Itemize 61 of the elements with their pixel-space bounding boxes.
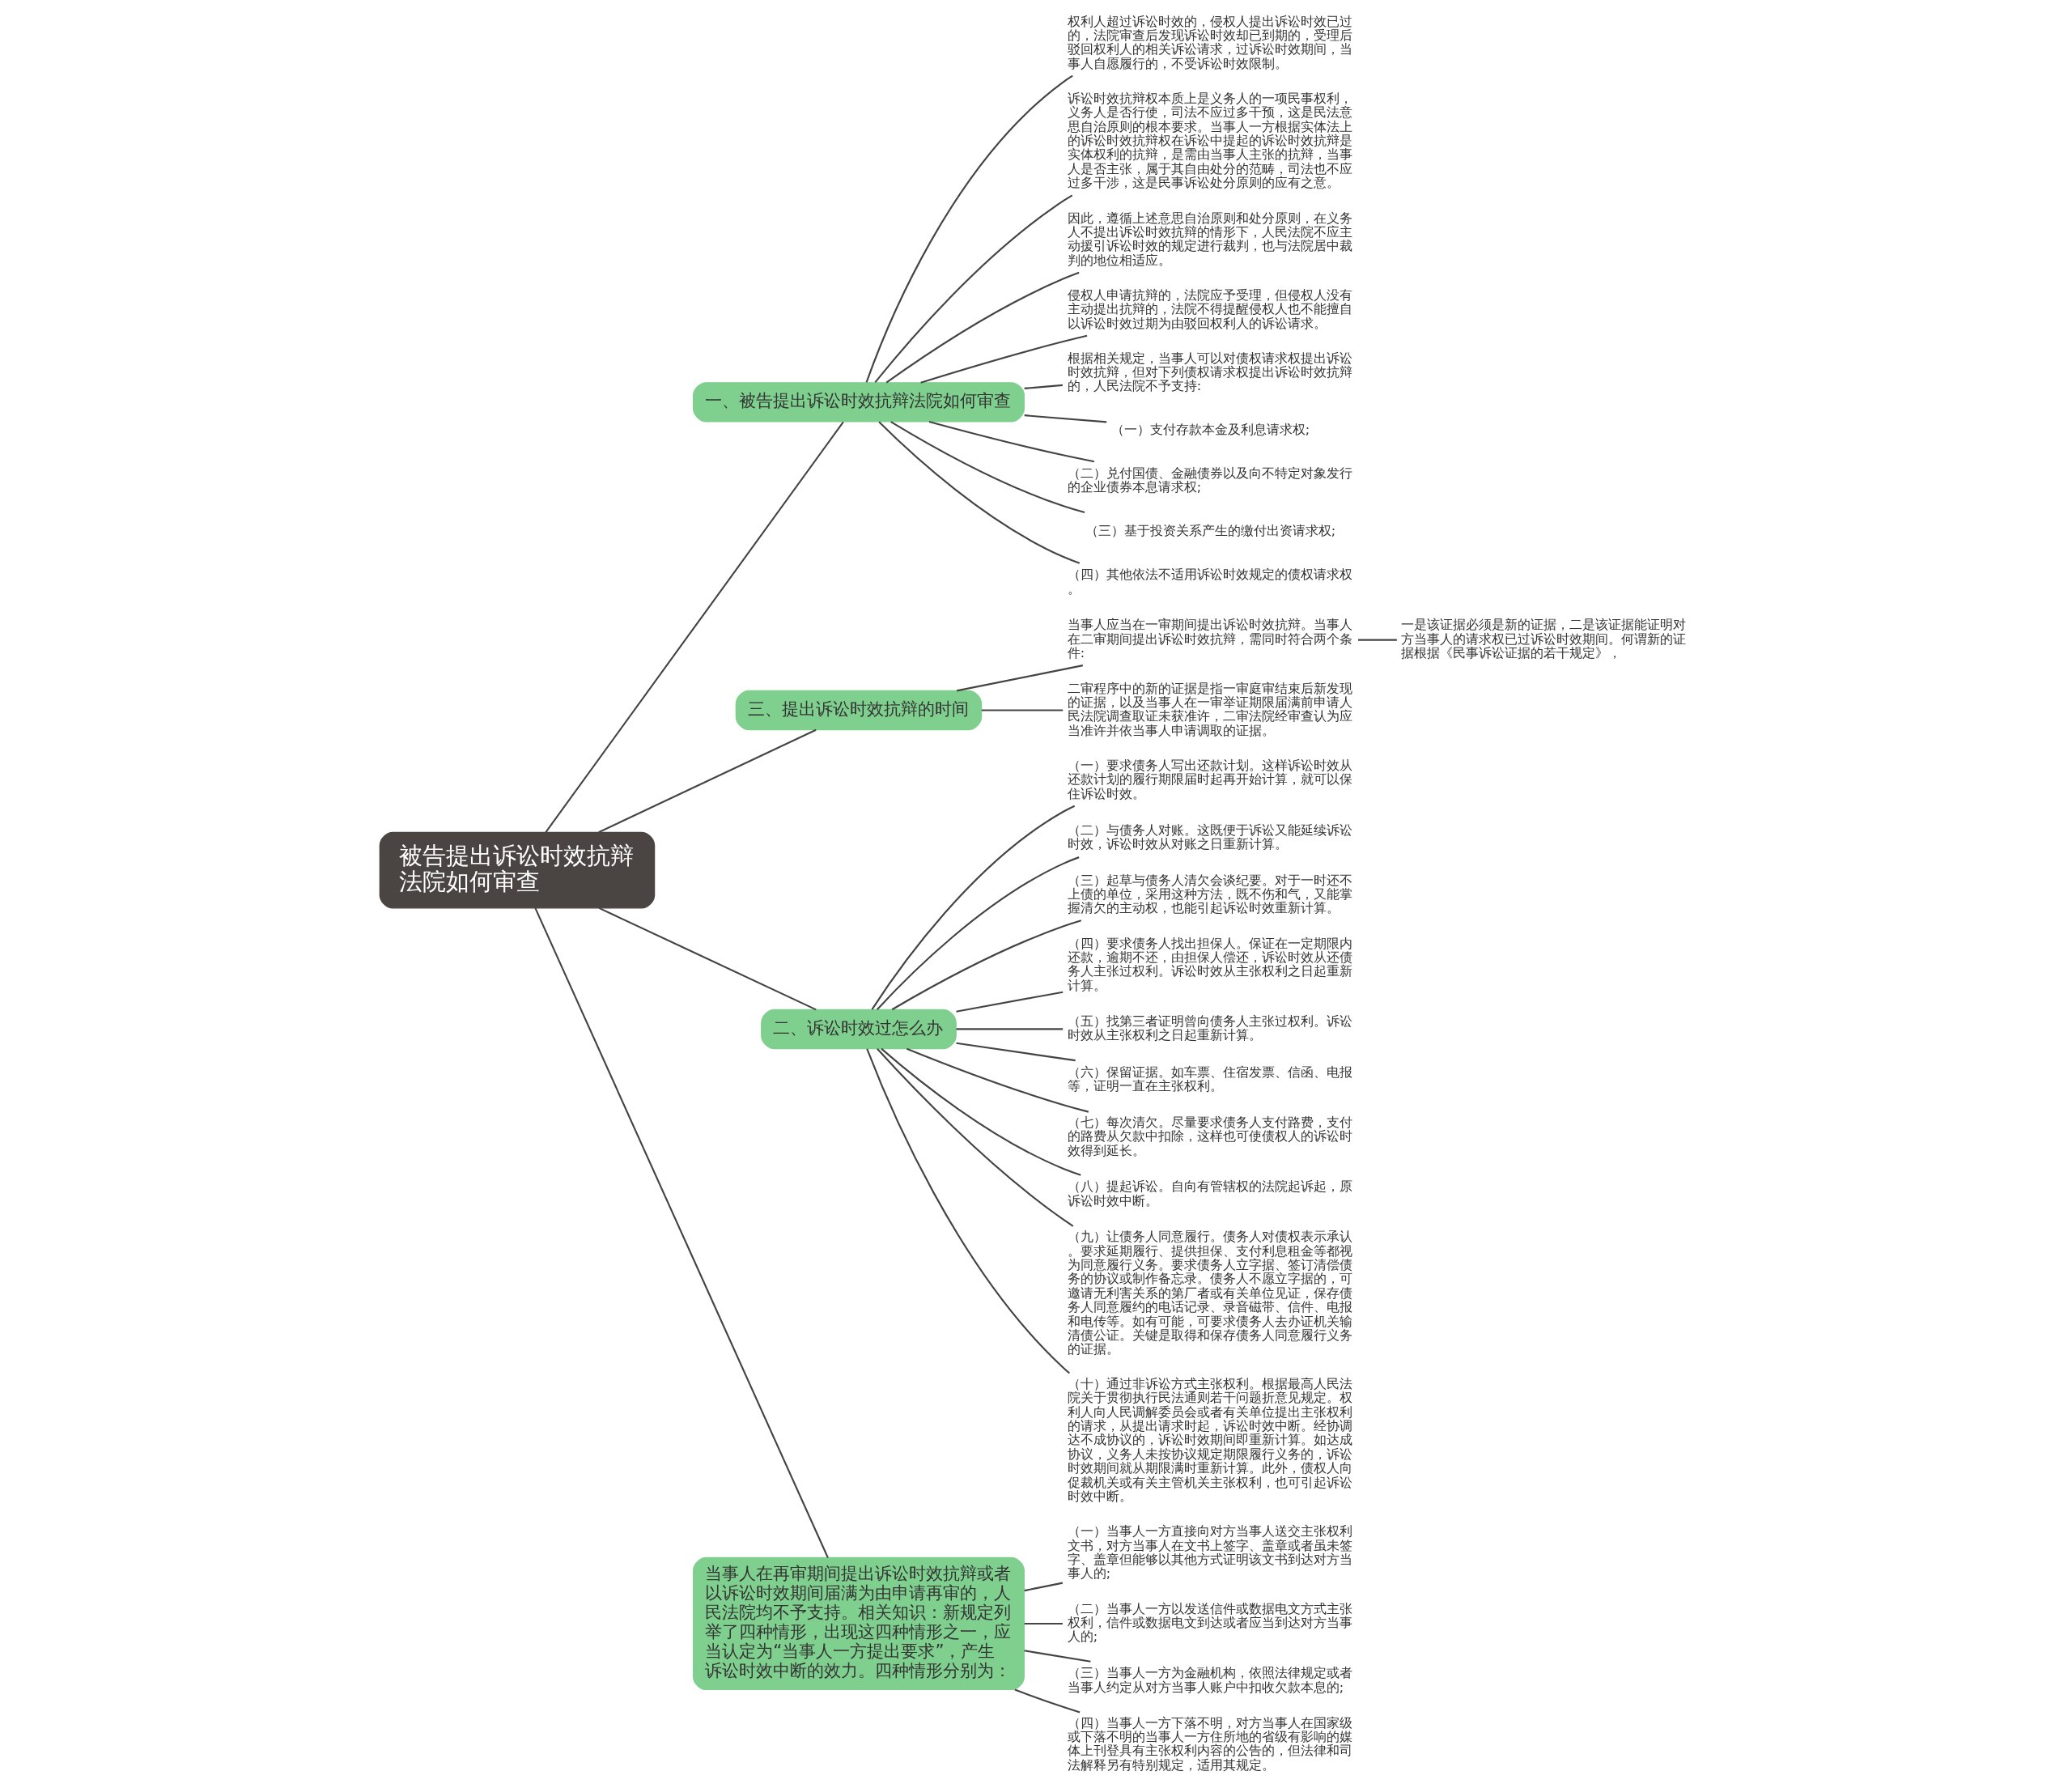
connector <box>981 709 1064 711</box>
node-text: （五）找第三者证明曾向债务人主张过权利。诉讼时效从主张权利之日起重新计算。 <box>1067 1013 1352 1043</box>
node-text: （六）保留证据。如车票、住宿发票、信函、电报等，证明一直在主张权利。 <box>1067 1064 1352 1094</box>
connector <box>1024 1582 1064 1592</box>
connector <box>874 194 1073 384</box>
node-text: （一）要求债务人写出还款计划。这样诉讼时效从还款计划的履行期限届时起再开始计算，就可以保住诉讼时效。 <box>1067 758 1352 801</box>
connector <box>877 1048 1074 1227</box>
connector <box>534 907 829 1558</box>
node-text: （十）通过非诉讼方式主张权利。根据最高人民法院关于贯彻执行民法通则若干问题折意见规定。权利人向人民调解委员会或者有关单位提出主张权利的请求，从提出请求时起，诉讼时效中断。经协调达不成协议的，诉讼时效期间即重新计算。如达成协议，义务人未按协议规定期限履行义务的，诉讼时效期间就从期限满时重新计算。此外，债权人向促裁机关或有关主管机关主张权利，也可引起诉讼时效中断。 <box>1067 1375 1352 1504</box>
node-text: （一）支付存款本金及利息请求权; <box>1110 421 1310 437</box>
node-text: 因此，遵循上述意思自治原则和处分原则，在义务人不提出诉讼时效抗辩的情形下，人民法院不应主动援引诉讼时效的规定进行裁判，也与法院居中裁判的地位相适应。 <box>1067 210 1352 268</box>
node-box: 二、诉讼时效过怎么办 <box>761 1009 957 1050</box>
connector <box>885 271 1080 384</box>
node-text: （二）兑付国债、金融债券以及向不特定对象发行的企业债券本息请求权; <box>1067 465 1352 495</box>
node-text: （二）与债务人对账。这既便于诉讼又能延续诉讼时效，诉讼时效从对账之日重新计算。 <box>1067 822 1352 852</box>
connector <box>1014 1688 1081 1714</box>
node-box: 一、被告提出诉讼时效抗辩法院如何审查 <box>692 382 1025 423</box>
connector <box>1024 414 1107 423</box>
connector <box>920 334 1088 384</box>
connector <box>956 665 1084 692</box>
connector <box>881 1047 1081 1176</box>
node-text: （八）提起诉讼。自向有管辖权的法院起诉起，原诉讼时效中断。 <box>1067 1179 1352 1208</box>
connector <box>1024 384 1063 389</box>
connector <box>871 805 1076 1010</box>
connector <box>890 421 1085 514</box>
node-text: 根据相关规定，当事人可以对债权请求权提出诉讼时效抗辩，但对下列债权请求权提出诉讼时效抗辩的，人民法院不予支持: <box>1067 350 1352 394</box>
node-text: 侵权人申请抗辩的，法院应予受理，但侵权人没有主动提出抗辩的，法院不得提醒侵权人也不能擅自以诉讼时效过期为由驳回权利人的诉讼请求。 <box>1067 287 1352 331</box>
connector <box>906 1047 1089 1113</box>
connector <box>866 1048 1071 1374</box>
node-box: 被告提出诉讼时效抗辩法院如何审查 <box>379 831 656 909</box>
connector <box>891 919 1082 1011</box>
node-text: 一是该证据必须是新的证据，二是该证据能证明对方当事人的请求权已过诉讼时效期间。何谓新的证据根据《民事诉讼证据的若干规定》， <box>1401 617 1687 661</box>
connector <box>598 728 817 834</box>
node-text: （三）起草与债务人清欠会谈纪要。对于一时还不上债的单位，采用这种方法，既不伤和气，又能掌握清欠的主动权，也能引起诉讼时效重新计算。 <box>1067 872 1352 916</box>
connector <box>865 74 1073 383</box>
connector <box>598 907 817 1011</box>
node-text: （四）其他依法不适用诉讼时效规定的债权请求权。 <box>1067 567 1352 597</box>
node-text: （四）当事人一方下落不明，对方当事人在国家级或下落不明的当事人一方住所地的省级有影响的媒体上刊登具有主张权利内容的公告的，但法律和司法解释另有特别规定，适用其规定。 <box>1067 1714 1352 1773</box>
node-text: （一）当事人一方直接向对方当事人送交主张权利文书，对方当事人在文书上签字、盖章或者虽未签字、盖章但能够以其他方式证明该文书到达对方当事人的; <box>1067 1523 1352 1582</box>
node-text: （三）基于投资关系产生的缴付出资请求权; <box>1085 523 1336 539</box>
node-box: 三、提出诉讼时效抗辩的时间 <box>735 690 983 731</box>
node-text: （三）当事人一方为金融机构，依照法律规定或者当事人约定从对方当事人账户中扣收欠款本息的; <box>1067 1665 1352 1695</box>
connector <box>956 991 1064 1013</box>
connector <box>928 420 1095 463</box>
node-text: （九）让债务人同意履行。债务人对债权表示承认。要求延期履行、提供担保、支付利息租金等都视为同意履行义务。要求债务人立字据、签订清偿债务的协议或制作备忘录。债务人不愿立字据的，可邀请无利害关系的第厂者或有关单位见证，保存债务人同意履约的电话记录、录音磁带、信件、电报和电传等。如有可能，可要求债务人去办证机关输清债公证。关键是取得和保存债务人同意履行义务的证据。 <box>1067 1229 1352 1357</box>
node-box: 当事人在再审期间提出诉讼时效抗辩或者以诉讼时效期间届满为由申请再审的，人民法院均不予支持。相关知识：新规定列举了四种情形，出现这四种情形之一，应当认定为“当事人一方提出要求”，产生诉讼时效中断的效力。四种情形分别为： <box>692 1557 1025 1691</box>
connector <box>1024 1622 1063 1625</box>
connector <box>956 1042 1076 1062</box>
connector <box>1358 639 1397 641</box>
node-text: 权利人超过诉讼时效的，侵权人提出诉讼时效已过的，法院审查后发现诉讼时效却已到期的，受理后驳回权利人的相关诉讼请求，过诉讼时效期间，当事人自愿履行的，不受诉讼时效限制。 <box>1067 13 1352 71</box>
node-text: 诉讼时效抗辩权本质上是义务人的一项民事权利，义务人是否行使，司法不应过多干预，这是民法意思自治原则的根本要求。当事人一方根据实体法上的诉讼时效抗辩权在诉讼中提起的诉讼时效抗辩是实体权利的抗辩，是需由当事人主张的抗辩，当事人是否主张，属于其自由处分的范畴，司法也不应过多干涉，这是民事诉讼处分原则的应有之意。 <box>1067 91 1352 191</box>
node-text: 当事人应当在一审期间提出诉讼时效抗辩。当事人在二审期间提出诉讼时效抗辩，需同时符合两个条件: <box>1067 617 1352 661</box>
connector <box>1024 1650 1091 1663</box>
node-text: （七）每次清欠。尽量要求债务人支付路费，支付的路费从欠款中扣除，这样也可使债权人的诉讼时效得到延长。 <box>1067 1114 1352 1158</box>
connector <box>956 1028 1064 1030</box>
node-text: 二审程序中的新的证据是指一审庭审结束后新发现的证据，以及当事人在一审举证期限届满前申请人民法院调查取证未获准许，二审法院经审查认为应当准许并依当事人申请调取的证据。 <box>1067 680 1352 738</box>
node-text: （四）要求债务人找出担保人。保证在一定期限内还款，逾期不还，由担保人偿还，诉讼时效从还债务人主张过权利。诉讼时效从主张权利之日起重新计算。 <box>1067 935 1352 993</box>
connector <box>545 421 844 833</box>
connector <box>878 421 1081 564</box>
connector <box>877 856 1080 1010</box>
node-text: （二）当事人一方以发送信件或数据电文方式主张权利，信件或数据电文到达或者应当到达对方当事人的; <box>1067 1600 1352 1645</box>
